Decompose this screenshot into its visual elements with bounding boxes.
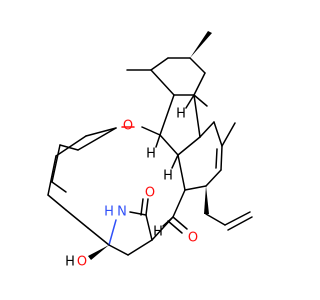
- hydroxyl-bond: [88, 245, 109, 260]
- stereo-h-label: H: [163, 169, 173, 184]
- amide-hydrogen-label: H: [104, 205, 114, 220]
- structure-svg: O N H O O O H H H H H: [47, 31, 253, 270]
- stereo-h-label: H: [153, 225, 163, 240]
- macrocycle-chain: [65, 189, 188, 256]
- lactam-carbonyl: [140, 198, 149, 216]
- stereo-h-label: H: [176, 107, 186, 122]
- phenylene-ring: [47, 127, 117, 211]
- hash-bonds: [155, 94, 195, 227]
- hydroxyl-hydrogen-label: H: [65, 255, 75, 270]
- ether-linkage: [121, 126, 161, 136]
- wedge-bond: [190, 31, 212, 58]
- wedge-bond-oh: [88, 245, 109, 260]
- wedge-bond-vinyl: [204, 186, 209, 214]
- molecule-diagram: O N H O O O H H H H H: [47, 31, 253, 270]
- ketone-oxygen-label: O: [188, 231, 198, 246]
- cyclohexane-ring-top: [150, 57, 206, 96]
- lactam-oxygen-label: O: [145, 186, 155, 201]
- amide-nitrogen-label: N: [117, 205, 127, 220]
- cyclopentane-ring: [159, 94, 201, 156]
- vinyl-group: [204, 186, 253, 231]
- stereo-h-label: H: [146, 147, 156, 162]
- ring-oxygen-label: O: [123, 119, 133, 134]
- hydroxyl-oxygen-label: O: [77, 255, 87, 270]
- cyclohexene-ring: [177, 121, 236, 191]
- methyl-groups: [126, 31, 212, 107]
